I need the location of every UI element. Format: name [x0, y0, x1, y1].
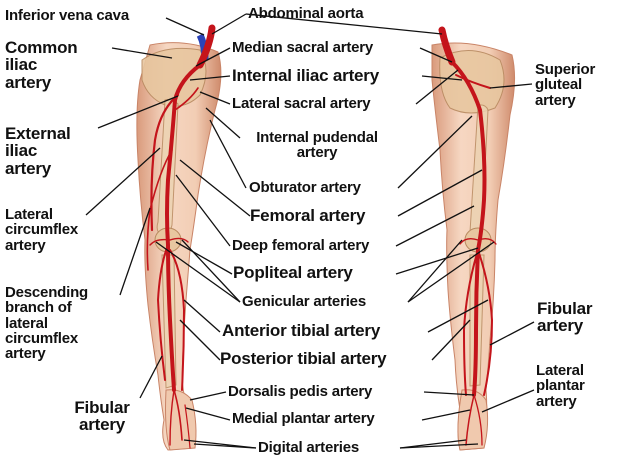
label-medial-plantar-artery: Medial plantar artery: [232, 410, 375, 427]
label-fibular-artery-left: Fibular artery: [74, 398, 130, 435]
label-popliteal-artery: Popliteal artery: [233, 263, 353, 282]
label-internal-pudendal-artery: Internal pudendal artery: [256, 129, 378, 162]
label-dorsalis-pedis-artery: Dorsalis pedis artery: [228, 383, 373, 400]
label-superior-gluteal-artery: Superior gluteal artery: [535, 61, 596, 109]
label-lateral-circumflex-artery: Lateral circumflex artery: [5, 206, 79, 254]
label-inferior-vena-cava: Inferior vena cava: [5, 7, 129, 24]
label-femoral-artery: Femoral artery: [250, 206, 366, 225]
label-obturator-artery: Obturator artery: [249, 179, 361, 196]
label-posterior-tibial-artery: Posterior tibial artery: [220, 349, 387, 368]
label-anterior-tibial-artery: Anterior tibial artery: [222, 321, 381, 340]
label-lateral-plantar-artery: Lateral plantar artery: [536, 362, 585, 410]
label-deep-femoral-artery: Deep femoral artery: [232, 237, 370, 254]
left-pelvis-bone: [141, 47, 207, 107]
label-common-iliac-artery: Common iliac artery: [5, 38, 78, 92]
right-leg-posterior-view: [431, 26, 516, 451]
label-median-sacral-artery: Median sacral artery: [232, 39, 374, 56]
leader-lines: [85, 13, 535, 449]
label-external-iliac-artery: External iliac artery: [5, 124, 71, 178]
label-internal-iliac-artery: Internal iliac artery: [232, 66, 379, 85]
right-artery-tree: [438, 26, 497, 446]
label-fibular-artery-right: Fibular artery: [537, 299, 593, 336]
right-foot: [457, 389, 489, 451]
left-leg-anterior-view: [136, 24, 222, 451]
label-abdominal-aorta: Abdominal aorta: [248, 5, 364, 22]
label-digital-arteries: Digital arteries: [258, 439, 360, 456]
label-lateral-sacral-artery: Lateral sacral artery: [232, 95, 371, 112]
label-genicular-arteries: Genicular arteries: [242, 293, 366, 310]
label-descending-branch-lateral-circumflex: Descending branch of lateral circumflex …: [5, 284, 89, 363]
